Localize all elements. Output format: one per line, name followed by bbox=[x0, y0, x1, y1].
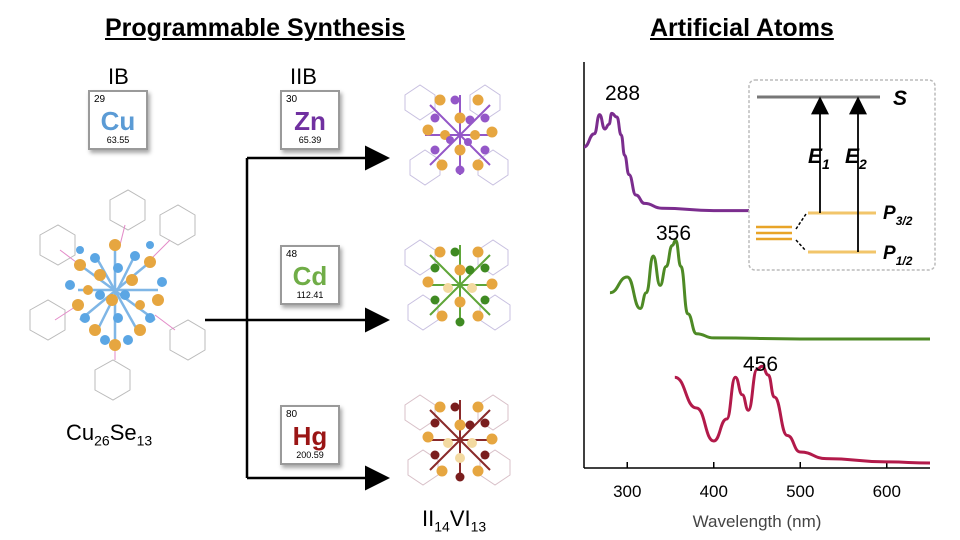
s-level-label: S bbox=[893, 87, 907, 110]
absorption-spectra-chart: 300 400 500 600 288 356 456 Wavelength (nm) bbox=[583, 62, 931, 531]
cu26se13-cluster-illustration bbox=[29, 189, 206, 401]
degenerate-levels bbox=[756, 225, 792, 241]
peak-label-456: 456 bbox=[743, 353, 778, 376]
atomic-number: 29 bbox=[94, 94, 106, 105]
artificial-atoms-title: Artificial Atoms bbox=[650, 14, 834, 42]
atomic-mass: 65.39 bbox=[298, 135, 322, 145]
element-tile-hg: 80 Hg 200.59 bbox=[280, 405, 340, 465]
peak-label-356: 356 bbox=[656, 222, 691, 245]
p32-label: P3/2 bbox=[883, 203, 913, 228]
group-iib-label: IIB bbox=[290, 64, 317, 89]
x-tick-label: 600 bbox=[873, 482, 901, 501]
x-tick-label: 400 bbox=[700, 482, 728, 501]
hg-cluster-illustration bbox=[404, 394, 511, 486]
spectrum-line-3 bbox=[674, 364, 931, 465]
spectrum-line-2 bbox=[609, 238, 930, 341]
e2-label: E2 bbox=[845, 145, 867, 172]
e1-label: E1 bbox=[808, 145, 830, 172]
element-symbol: Zn bbox=[294, 106, 326, 136]
programmable-synthesis-title: Programmable Synthesis bbox=[105, 14, 406, 42]
group-ib-label: IB bbox=[108, 64, 129, 89]
ii14vi13-formula: II14VI13 bbox=[422, 506, 487, 535]
x-tick-label: 300 bbox=[613, 482, 641, 501]
cu26se13-formula: Cu26Se13 bbox=[66, 420, 153, 449]
cd-cluster-illustration bbox=[404, 239, 511, 331]
element-symbol: Hg bbox=[292, 421, 328, 451]
element-symbol: Cu bbox=[100, 106, 136, 136]
energy-level-inset: S E1 E2 P3/2 P1/2 bbox=[748, 79, 936, 271]
element-symbol: Cd bbox=[292, 261, 328, 291]
zn-cluster-illustration bbox=[404, 84, 509, 186]
atomic-number: 30 bbox=[286, 94, 298, 105]
synthesis-arrows bbox=[205, 145, 390, 491]
atomic-number: 48 bbox=[286, 249, 298, 260]
peak-label-288: 288 bbox=[605, 82, 640, 105]
atomic-mass: 63.55 bbox=[106, 135, 130, 145]
p12-label: P1/2 bbox=[883, 243, 913, 268]
element-tile-zn: 30 Zn 65.39 bbox=[280, 90, 340, 150]
atomic-mass: 200.59 bbox=[296, 450, 324, 460]
atomic-mass: 112.41 bbox=[296, 290, 324, 300]
x-tick-label: 500 bbox=[786, 482, 814, 501]
element-tile-cu: 29 Cu 63.55 bbox=[88, 90, 148, 150]
atomic-number: 80 bbox=[286, 409, 298, 420]
x-axis-label: Wavelength (nm) bbox=[693, 512, 822, 531]
element-tile-cd: 48 Cd 112.41 bbox=[280, 245, 340, 305]
spectrum-line-1 bbox=[583, 111, 801, 213]
